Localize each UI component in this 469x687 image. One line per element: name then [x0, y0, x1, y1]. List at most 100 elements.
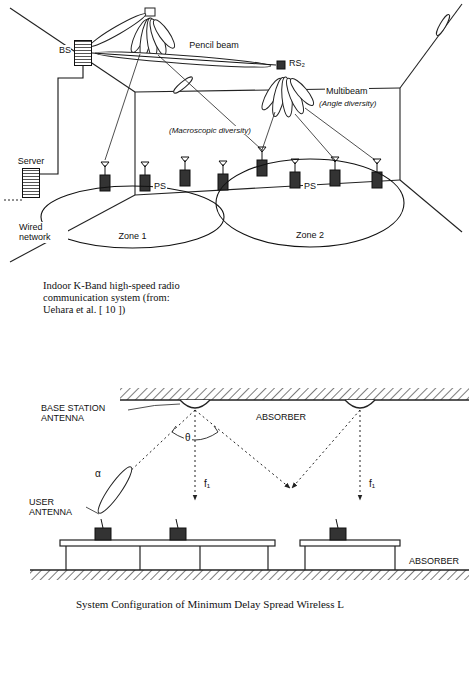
annotation-label: PS — [153, 181, 167, 191]
relay-station-1 — [145, 8, 155, 16]
room-outline — [10, 195, 135, 262]
user-terminal — [95, 519, 111, 540]
terminal-antenna — [141, 162, 149, 167]
desk — [60, 540, 400, 570]
room-outline — [10, 4, 462, 262]
relay-station-1 — [128, 8, 178, 59]
base-station-antenna — [345, 400, 375, 408]
annotation-label: (Macroscopic diversity) — [168, 126, 252, 135]
user-beam — [94, 464, 136, 517]
user-terminal — [330, 519, 346, 540]
terminal-antenna — [219, 161, 227, 166]
ceiling-line — [120, 399, 469, 400]
user-terminal — [170, 519, 186, 540]
portable-station — [100, 147, 382, 191]
desk — [267, 546, 268, 570]
relay-antenna — [277, 61, 285, 69]
relay-antenna — [276, 58, 286, 72]
room-outline — [399, 88, 400, 180]
annotation-label: PS — [303, 181, 317, 191]
annotation-label: f₁ — [203, 478, 211, 490]
room-outline — [134, 92, 135, 195]
relay-station-1 — [150, 17, 178, 51]
leader-line — [84, 506, 99, 514]
portable-station — [180, 157, 190, 186]
terminal-antenna — [336, 519, 338, 528]
terminal-body — [100, 175, 110, 191]
pencil-beam — [88, 11, 147, 50]
desk — [304, 546, 305, 570]
radio-path — [305, 108, 375, 160]
coverage-ray — [360, 410, 361, 500]
desk — [394, 546, 395, 570]
leader-line — [128, 404, 180, 410]
figure-caption: System Configuration of Minimum Delay Sp… — [75, 598, 457, 611]
annotation-label: USER ANTENNA — [28, 497, 86, 518]
zone-ellipse: Zone 2 — [215, 158, 405, 248]
terminal-body — [140, 175, 150, 191]
figure-caption: Indoor K-Band high-speed radio communica… — [42, 280, 194, 316]
desk — [300, 540, 400, 546]
node-label: Server — [18, 156, 45, 166]
terminal-body — [95, 528, 111, 540]
room-outline — [400, 180, 462, 232]
radio-path — [105, 54, 140, 160]
base-station-antenna — [180, 400, 210, 408]
annotation-label: (Angle diversity) — [318, 99, 377, 108]
user-terminal — [95, 519, 346, 540]
terminal-body — [170, 528, 186, 540]
terminal-antenna — [181, 157, 189, 162]
annotation-label: Multibeam — [325, 86, 369, 96]
zone-label: Zone 1 — [118, 231, 146, 241]
zone-label: Zone 2 — [296, 230, 324, 240]
relay-station-2-beams — [259, 76, 317, 118]
base-station-antenna — [180, 400, 375, 408]
angle-arc — [172, 426, 218, 432]
annotation-label: ABSORBER — [255, 412, 307, 422]
coverage-ray — [108, 410, 360, 500]
wired-network-line — [4, 200, 22, 201]
coverage-ray — [195, 410, 196, 500]
relay-station: RS₂ — [276, 58, 305, 72]
annotation-label: BASE STATION ANTENNA — [40, 403, 128, 424]
radio-path — [158, 55, 262, 150]
edge-label: Pencil beam — [187, 40, 241, 50]
annotation-label: f₁ — [368, 478, 376, 490]
pencil-beam — [88, 11, 451, 95]
room-outline — [10, 8, 135, 92]
annotation-label: θ — [184, 432, 192, 444]
base-station-box: BS — [74, 40, 92, 66]
relay-station-2-beams — [287, 76, 317, 108]
desk — [139, 546, 140, 570]
portable-station — [290, 159, 300, 188]
server-box: Server — [22, 168, 40, 198]
zone-outline — [216, 159, 404, 247]
pencil-beam — [95, 49, 271, 70]
annotation-label: ABSORBER — [408, 556, 460, 566]
terminal-antenna — [373, 159, 381, 164]
annotation-label: α — [94, 468, 102, 480]
desk — [65, 546, 66, 570]
wired-link — [40, 66, 83, 174]
zone-outline — [41, 186, 224, 248]
terminal-body — [290, 172, 300, 188]
terminal-antenna — [101, 519, 103, 528]
radio-path — [262, 112, 275, 150]
angle-arc — [172, 432, 218, 440]
room-outline — [135, 180, 400, 195]
terminal-body — [330, 528, 346, 540]
node-label: RS₂ — [289, 58, 305, 68]
ceiling-absorber — [120, 388, 469, 400]
annotation-label: Wired network — [18, 222, 68, 243]
terminal-antenna — [258, 147, 266, 152]
floor-absorber — [30, 570, 469, 580]
node-label: BS — [59, 45, 71, 55]
terminal-body — [257, 160, 267, 176]
terminal-antenna — [176, 519, 178, 528]
pencil-beam — [434, 13, 451, 37]
terminal-body — [180, 170, 190, 186]
